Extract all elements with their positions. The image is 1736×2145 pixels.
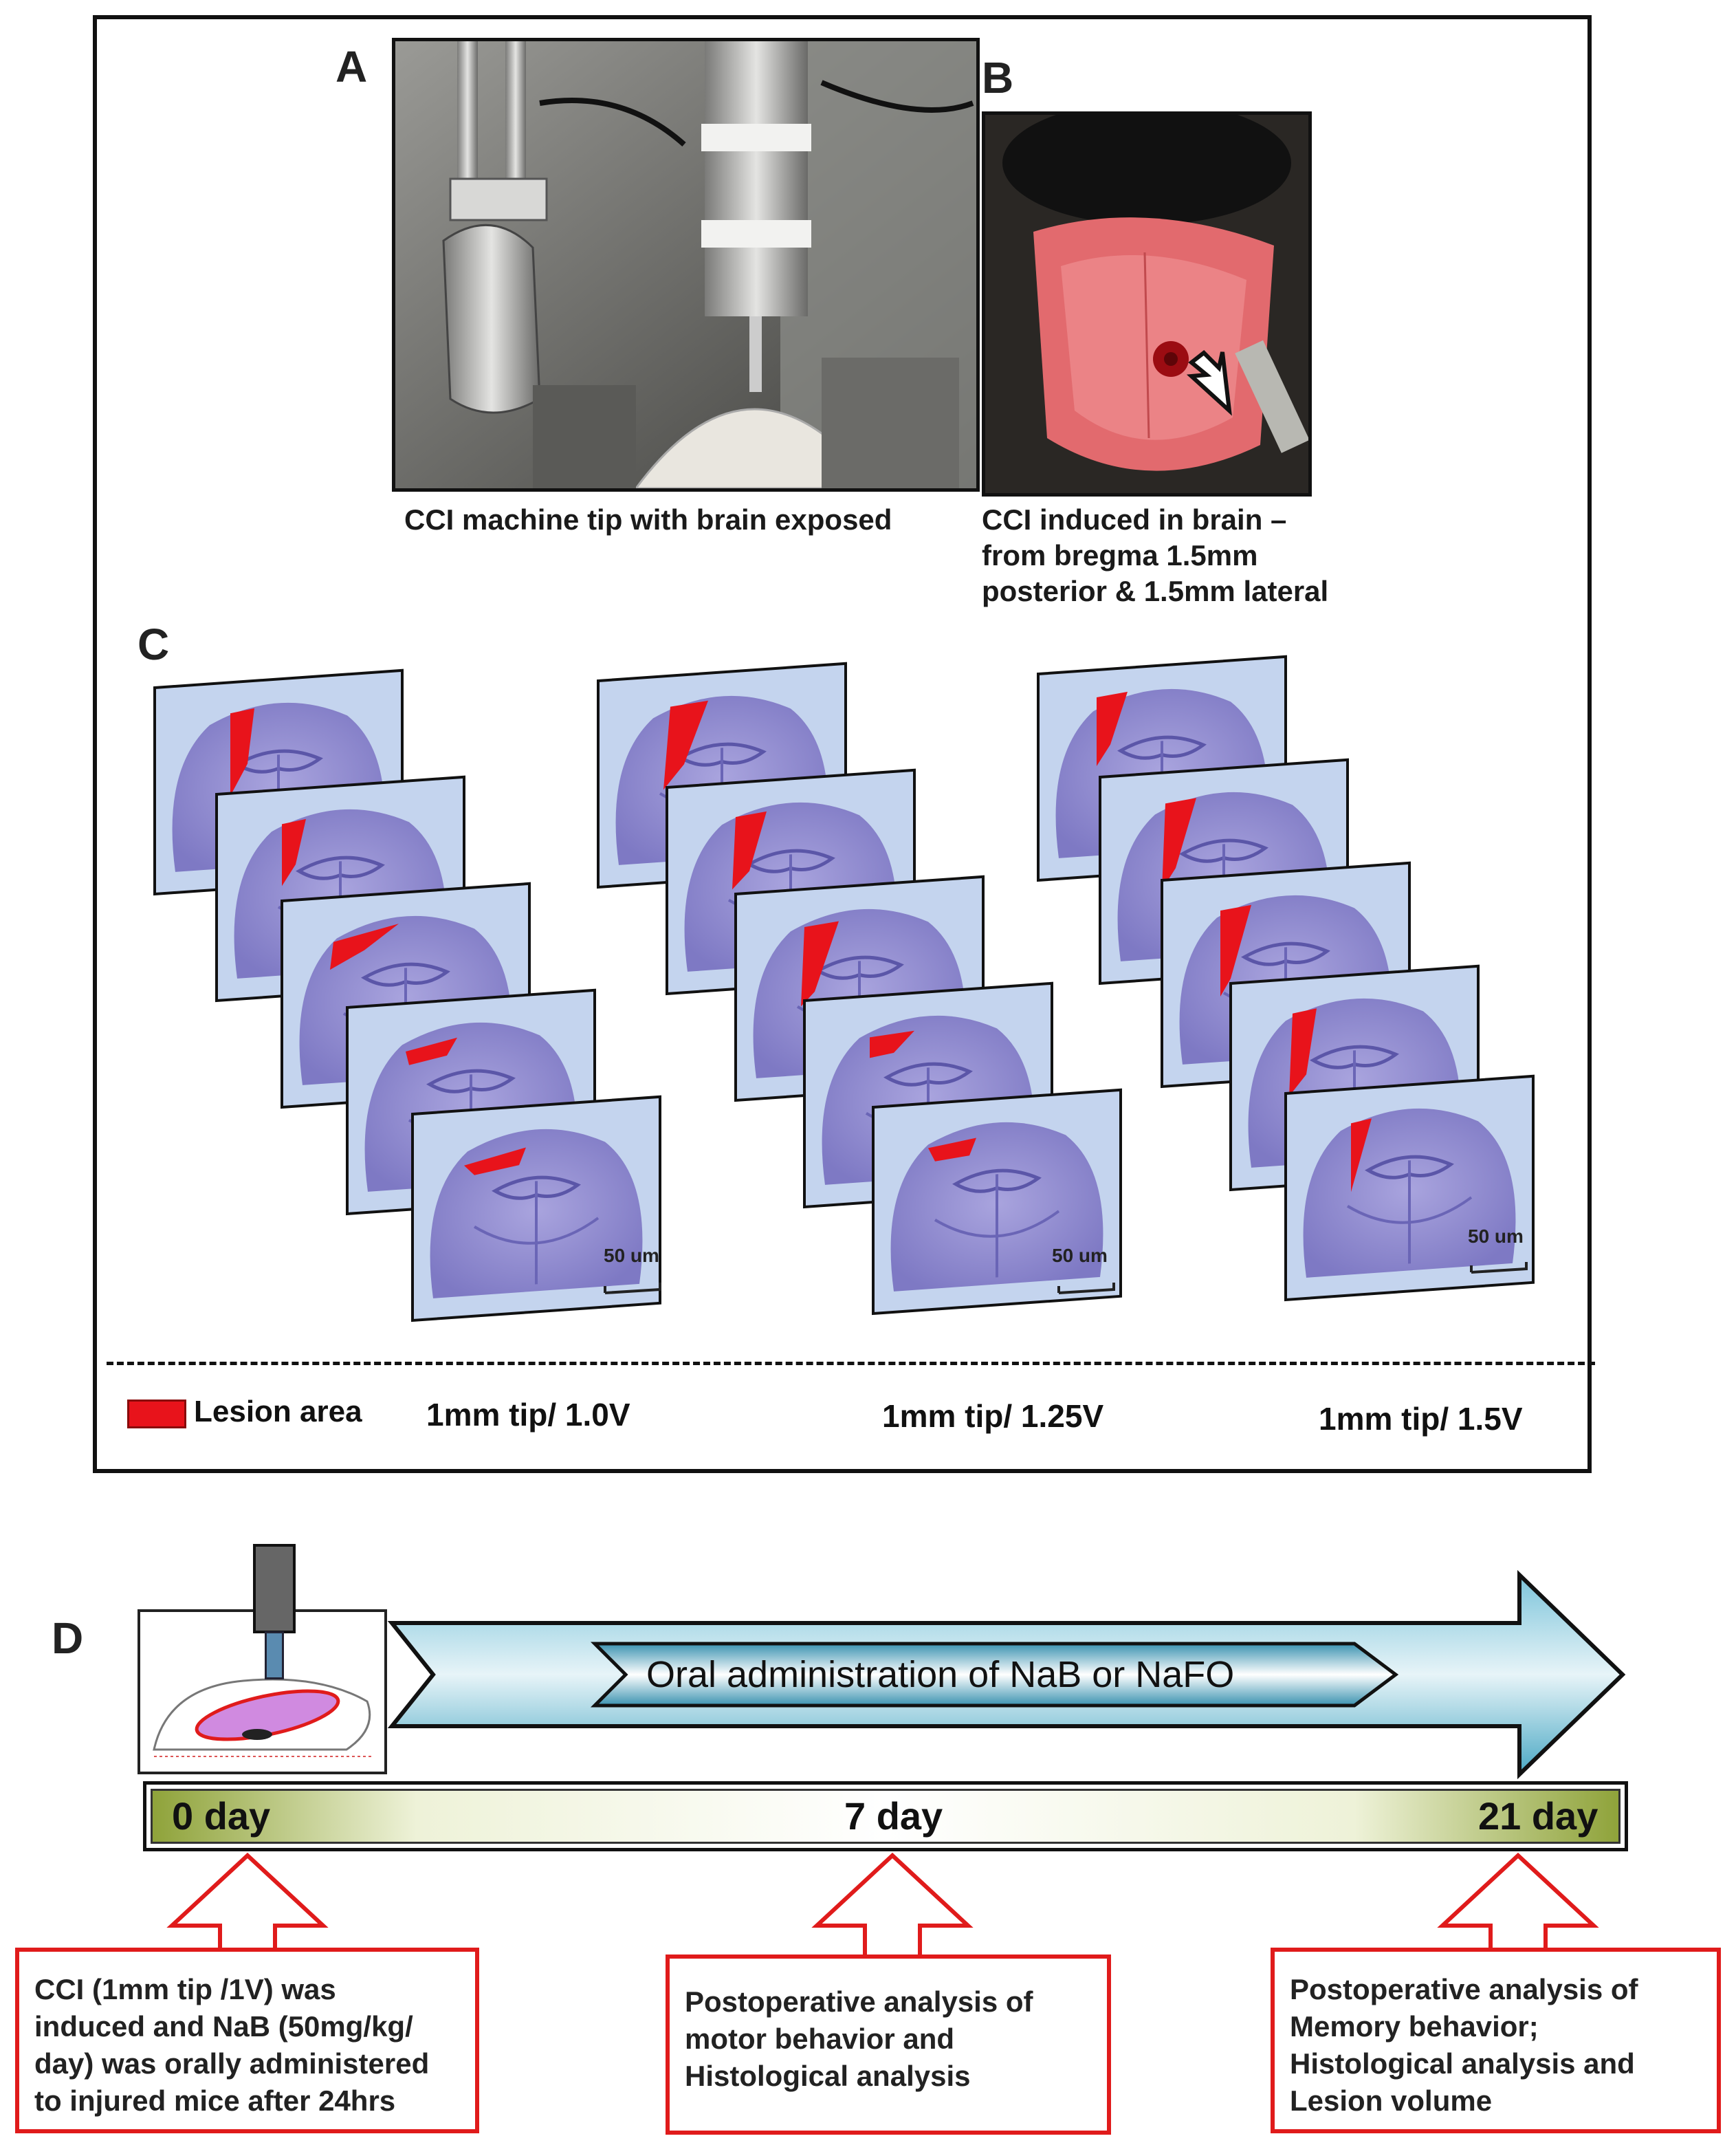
lesion-g3-1 [1097, 691, 1128, 767]
slice-g2-2 [667, 770, 914, 994]
lesion-g1-2 [282, 818, 306, 886]
slice-g3-5 [1286, 1076, 1533, 1300]
box-0-line-3: day) was orally administered [34, 2047, 430, 2080]
slice-g3-1 [1038, 657, 1286, 880]
lesion-g3-3 [1220, 904, 1251, 997]
slice-g2-3 [736, 877, 983, 1100]
box-2-line-1: Postoperative analysis of [1290, 1973, 1638, 2005]
group-label-3: 1mm tip/ 1.5V [1319, 1401, 1523, 1437]
cci-machine-image [395, 41, 976, 488]
slice-g1-2 [217, 777, 464, 1001]
slice-g1-5 [413, 1097, 660, 1320]
lesion-legend-label: Lesion area [194, 1395, 362, 1428]
lesion-g1-4 [406, 1037, 457, 1065]
panel-a-caption: CCI machine tip with brain exposed [404, 503, 892, 536]
day-7-label: 7 day [844, 1794, 943, 1838]
panel-c-letter: C [138, 620, 170, 669]
scale-label-2: 50 um [1052, 1245, 1108, 1266]
box-0-line-4: to injured mice after 24hrs [34, 2084, 396, 2117]
lesion-g1-3 [330, 924, 399, 970]
panel-b-photo [982, 111, 1312, 497]
slice-g3-4 [1231, 966, 1478, 1190]
day-21-label: 21 day [1478, 1794, 1598, 1838]
callout-arrow-0 [166, 1852, 329, 1959]
slice-g1-3 [282, 884, 529, 1107]
callout-box-day-7: Postoperative analysis of motor behavior… [666, 1955, 1111, 2135]
slice-g2-4 [804, 983, 1052, 1207]
slice-g1-4 [347, 990, 595, 1214]
slice-g2-5 [873, 1090, 1121, 1314]
lesion-g3-4 [1289, 1008, 1317, 1097]
box-0-line-2: induced and NaB (50mg/kg/ [34, 2010, 413, 2043]
lesion-g2-4 [870, 1030, 914, 1058]
treatment-arrow-label: Oral administration of NaB or NaFO [646, 1654, 1235, 1695]
panel-a-letter: A [336, 42, 368, 91]
callout-arrow-21 [1437, 1852, 1599, 1959]
panel-b-caption-line-2: from bregma 1.5mm [982, 539, 1258, 571]
day-0-label: 0 day [172, 1794, 271, 1838]
lesion-g1-5 [464, 1147, 526, 1175]
panel-a-photo [392, 38, 980, 492]
panel-d-letter: D [52, 1613, 84, 1663]
box-1-line-1: Postoperative analysis of [685, 1985, 1033, 2018]
box-2-line-3: Histological analysis and [1290, 2047, 1635, 2080]
panel-c-slices [0, 0, 1736, 1375]
figure-frame [93, 15, 1592, 1473]
lesion-g2-1 [663, 700, 708, 790]
cci-impactor-tip-icon [265, 1631, 284, 1679]
timeline-bar [143, 1781, 1628, 1851]
lesion-g2-5 [928, 1137, 976, 1162]
lesion-legend-swatch [127, 1400, 186, 1428]
lesion-g3-2 [1162, 798, 1196, 890]
scale-label-3: 50 um [1468, 1226, 1524, 1247]
callout-arrows [166, 1852, 1599, 1959]
treatment-arrow [387, 1569, 1626, 1780]
box-2-line-2: Memory behavior; [1290, 2010, 1539, 2043]
lesion-g1-1 [230, 708, 254, 796]
dashed-divider [107, 1362, 1595, 1365]
lesion-g2-3 [801, 921, 839, 1007]
callout-box-day-21: Postoperative analysis of Memory behavio… [1271, 1948, 1721, 2133]
callout-box-day-0: CCI (1mm tip /1V) was induced and NaB (5… [15, 1948, 479, 2133]
group-label-1: 1mm tip/ 1.0V [426, 1397, 630, 1433]
box-1-line-2: motor behavior and [685, 2023, 955, 2055]
slice-g2-1 [598, 664, 846, 887]
scale-label-1: 50 um [604, 1245, 659, 1266]
cci-brain-image [985, 115, 1308, 493]
panel-b-caption-line-3: posterior & 1.5mm lateral [982, 575, 1329, 607]
box-2-line-4: Lesion volume [1290, 2084, 1493, 2117]
box-1-line-3: Histological analysis [685, 2060, 971, 2092]
cci-mouse-inset [138, 1609, 387, 1774]
cci-impactor-icon [253, 1544, 296, 1633]
panel-b-caption-line-1: CCI induced in brain – [982, 503, 1287, 536]
group-label-2: 1mm tip/ 1.25V [882, 1398, 1104, 1434]
slice-g3-2 [1100, 760, 1348, 983]
panel-b-letter: B [982, 53, 1014, 102]
lesion-g2-2 [732, 811, 767, 890]
slice-g1-1 [155, 671, 402, 894]
box-0-line-1: CCI (1mm tip /1V) was [34, 1973, 336, 2005]
callout-arrow-7 [811, 1852, 974, 1959]
slice-g3-3 [1162, 863, 1409, 1087]
mouse-sketch-image [153, 1678, 374, 1757]
